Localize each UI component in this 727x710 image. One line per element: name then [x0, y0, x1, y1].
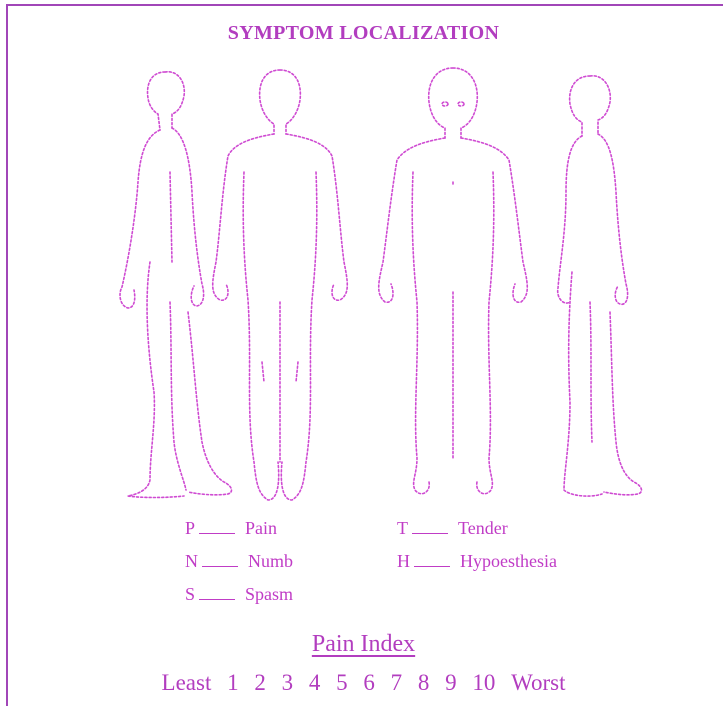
pain-index-scale: Least 1 2 3 4 5 6 7 8 9 10 Worst: [0, 670, 727, 696]
scale-high-label: Worst: [511, 670, 565, 695]
page-title: SYMPTOM LOCALIZATION: [0, 22, 727, 45]
scale-value-7[interactable]: 7: [391, 670, 403, 695]
scale-value-10[interactable]: 10: [472, 670, 495, 695]
scale-value-4[interactable]: 4: [309, 670, 321, 695]
legend-item-tender: T Tender: [397, 518, 508, 539]
scale-value-2[interactable]: 2: [254, 670, 266, 695]
legend-label: Tender: [458, 518, 508, 538]
legend-blank-field[interactable]: [414, 552, 450, 567]
legend-label: Spasm: [245, 584, 293, 604]
scale-value-3[interactable]: 3: [282, 670, 294, 695]
scale-value-1[interactable]: 1: [227, 670, 239, 695]
scale-value-9[interactable]: 9: [445, 670, 457, 695]
legend-code: P: [185, 518, 195, 539]
legend-item-spasm: S Spasm: [185, 584, 293, 605]
left-side-view-figure[interactable]: [120, 72, 231, 498]
legend-code: S: [185, 584, 195, 605]
legend-label: Hypoesthesia: [460, 551, 557, 571]
legend-item-pain: P Pain: [185, 518, 277, 539]
right-side-view-figure[interactable]: [558, 76, 642, 496]
legend-blank-field[interactable]: [412, 519, 448, 534]
pain-index-heading: Pain Index: [0, 631, 727, 658]
legend-code: T: [397, 518, 408, 539]
legend-blank-field[interactable]: [199, 585, 235, 600]
legend-label: Pain: [245, 518, 277, 538]
scale-value-8[interactable]: 8: [418, 670, 430, 695]
scale-value-6[interactable]: 6: [363, 670, 375, 695]
front-view-figure[interactable]: [379, 68, 528, 494]
scale-low-label: Least: [162, 670, 212, 695]
legend-blank-field[interactable]: [202, 552, 238, 567]
scale-value-5[interactable]: 5: [336, 670, 348, 695]
legend-code: N: [185, 551, 198, 572]
legend-label: Numb: [248, 551, 293, 571]
legend-blank-field[interactable]: [199, 519, 235, 534]
legend-item-hypoesthesia: H Hypoesthesia: [397, 551, 557, 572]
body-diagram[interactable]: [100, 62, 680, 514]
legend-item-numb: N Numb: [185, 551, 293, 572]
legend-code: H: [397, 551, 410, 572]
back-view-figure[interactable]: [213, 70, 348, 500]
